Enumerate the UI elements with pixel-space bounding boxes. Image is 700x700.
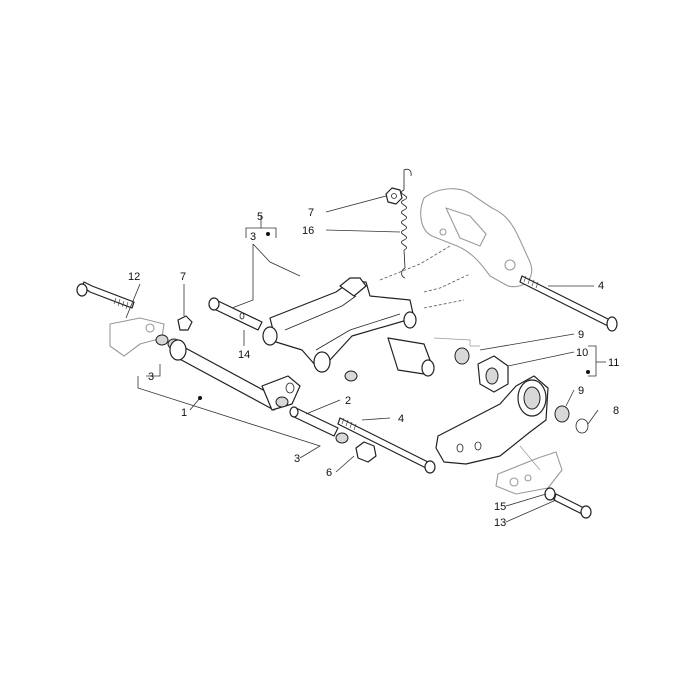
frame-bracket: [420, 188, 533, 288]
callout-7-left: 7: [180, 271, 186, 283]
callout-3-left: 3: [148, 371, 154, 383]
pin-2: [289, 406, 349, 444]
callout-3-top: 3: [250, 231, 256, 243]
callout-12: 12: [128, 271, 140, 283]
callout-9-top: 9: [578, 329, 584, 341]
callout-9-bottom: 9: [578, 385, 584, 397]
leader-lines: [125, 195, 599, 523]
axle-1: [169, 339, 301, 411]
dot-markers: [198, 232, 590, 400]
spring: [401, 168, 412, 279]
pin-14: [208, 297, 263, 331]
callout-4-upper: 4: [598, 280, 604, 292]
swingarm-link: [262, 277, 435, 382]
bolt-12: [76, 281, 135, 310]
callout-5: 5: [257, 211, 263, 223]
nut-top: [385, 187, 403, 205]
bolt-13: [544, 487, 592, 519]
left-frame-plate: [109, 317, 165, 357]
bolt-4-lower: [337, 417, 436, 474]
callout-4-lower: 4: [398, 413, 404, 425]
callout-10: 10: [576, 347, 588, 359]
group-guides: [137, 216, 606, 471]
callout-labels: 1 2 3 3 3 4 4 5 6 7 7 8 9 9 10 11 12 13 …: [128, 207, 619, 529]
right-frame-plate: [495, 451, 563, 495]
callout-16: 16: [302, 225, 314, 237]
bearing-assembly: [435, 347, 589, 465]
nut-6: [355, 441, 377, 463]
bolt-4-upper: [519, 275, 618, 332]
callout-11: 11: [608, 357, 619, 369]
callout-13: 13: [494, 517, 506, 529]
callout-1: 1: [181, 407, 187, 419]
callout-15: 15: [494, 501, 506, 513]
callout-6: 6: [326, 467, 332, 479]
callout-14: 14: [238, 349, 250, 361]
callout-7-top: 7: [308, 207, 314, 219]
callout-3-bottom: 3: [294, 453, 300, 465]
callout-8: 8: [613, 405, 619, 417]
callout-2: 2: [345, 395, 351, 407]
